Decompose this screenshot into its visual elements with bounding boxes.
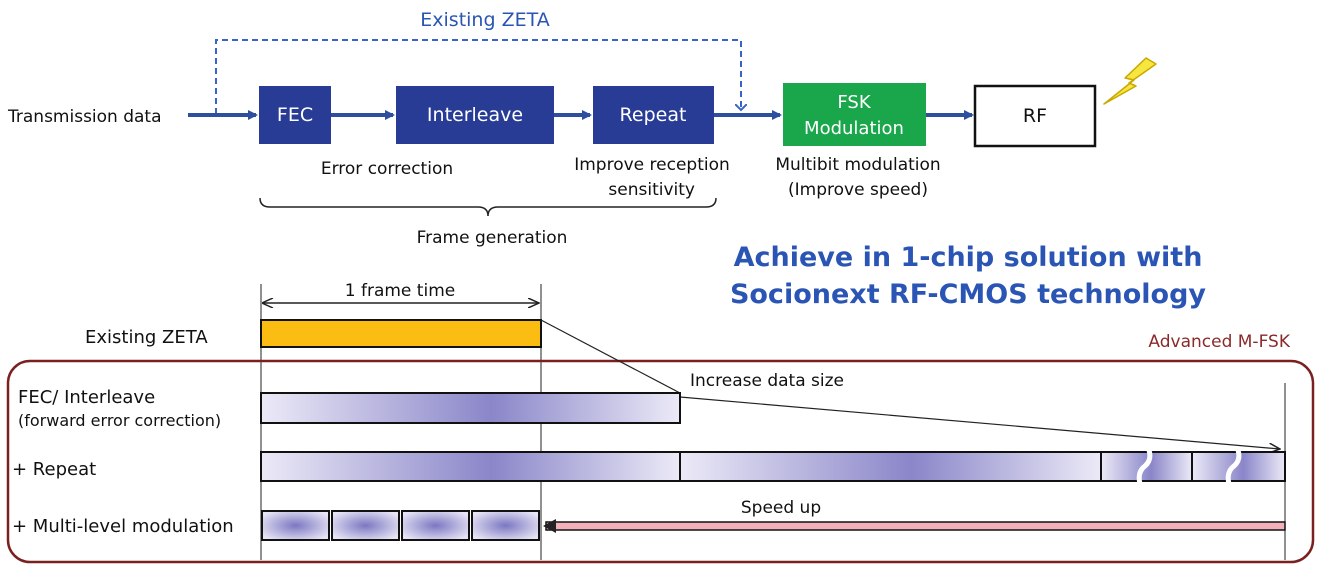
- multilevel-row-label: + Multi-level modulation: [12, 516, 234, 537]
- speed-up-bar: [545, 521, 1286, 531]
- multilevel-cell-1: [261, 510, 330, 541]
- fsk-label-line1: FSK: [837, 92, 871, 113]
- expansion-line-to-fec: [540, 319, 681, 394]
- speed-up-label: Speed up: [741, 498, 821, 518]
- fec-block: [259, 86, 331, 144]
- reception-caption-line1: Improve reception: [574, 155, 730, 175]
- transmission-data-label: Transmission data: [7, 107, 162, 127]
- advanced-mfsk-panel: [6, 359, 1315, 564]
- existing-zeta-frame-bar: [260, 319, 542, 348]
- rf-block-label: RF: [1023, 105, 1047, 127]
- expansion-line-to-repeat: [679, 396, 1280, 449]
- lightning-bolt-icon: [1103, 57, 1157, 105]
- speed-up-arrowhead: [543, 519, 556, 533]
- multilevel-cell-3: [401, 510, 470, 541]
- headline-line2: Socionext RF-CMOS technology: [730, 279, 1206, 310]
- repeat-bar-segment-2: [679, 451, 1102, 482]
- reception-caption-line2: sensitivity: [608, 180, 695, 200]
- existing-zeta-bypass-arrow: [215, 39, 741, 114]
- fec-interleave-row-label-line2: (forward error correction): [18, 411, 221, 430]
- frame-generation-brace: [259, 197, 717, 217]
- fec-block-label: FEC: [277, 104, 313, 126]
- interleave-block-label: Interleave: [427, 104, 523, 126]
- fec-interleave-bar: [260, 392, 681, 424]
- break-mark-2: [1225, 449, 1242, 485]
- existing-zeta-row-label: Existing ZETA: [85, 327, 208, 348]
- fsk-modulation-block: [783, 83, 926, 146]
- multilevel-cell-4: [471, 510, 540, 541]
- fsk-label-line2: Modulation: [804, 118, 904, 139]
- headline-line1: Achieve in 1-chip solution with: [734, 242, 1203, 273]
- multibit-caption-line1: Multibit modulation: [775, 155, 940, 175]
- repeat-block-label: Repeat: [620, 104, 687, 126]
- existing-zeta-bypass-label: Existing ZETA: [420, 9, 549, 31]
- rf-block: [973, 84, 1097, 148]
- interleave-block: [396, 86, 554, 144]
- repeat-row-label: + Repeat: [12, 459, 96, 480]
- fec-interleave-row-label-line1: FEC/ Interleave: [18, 387, 155, 408]
- advanced-mfsk-panel-label: Advanced M-FSK: [1148, 332, 1290, 352]
- multibit-caption-line2: (Improve speed): [788, 180, 928, 200]
- frame-time-label: 1 frame time: [345, 281, 455, 301]
- error-correction-caption: Error correction: [321, 159, 453, 179]
- frame-generation-caption: Frame generation: [417, 228, 568, 248]
- repeat-bar-segment-1: [260, 451, 681, 482]
- break-mark-1: [1136, 449, 1153, 485]
- repeat-block: [593, 86, 714, 144]
- increase-data-size-label: Increase data size: [690, 371, 844, 391]
- multilevel-cell-2: [331, 510, 400, 541]
